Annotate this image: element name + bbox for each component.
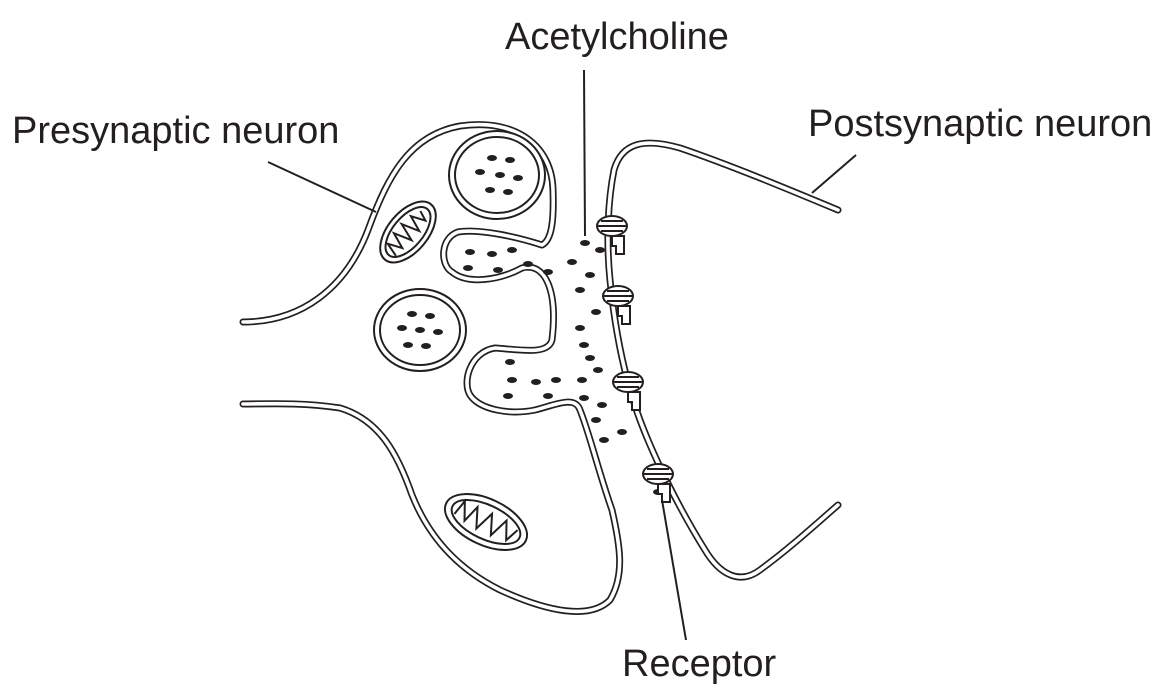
postsynaptic-membrane: [604, 139, 842, 581]
receptor-1: [596, 215, 628, 255]
label-presynaptic-neuron: Presynaptic neuron: [12, 110, 340, 152]
label-acetylcholine: Acetylcholine: [505, 16, 729, 58]
leader-presynaptic: [267, 161, 377, 213]
presynaptic-membrane-upper: [239, 121, 624, 615]
leader-acetylcholine: [583, 69, 586, 237]
vesicle-top: [448, 130, 546, 220]
vesicle-middle: [373, 288, 467, 372]
mitochondrion-lower: [443, 493, 529, 551]
leader-receptor: [661, 499, 687, 641]
acetylcholine-molecules: [463, 240, 663, 495]
receptor-2: [602, 285, 634, 325]
receptor-3: [612, 371, 644, 411]
receptor-4: [642, 463, 674, 503]
label-postsynaptic-neuron: Postsynaptic neuron: [808, 103, 1153, 145]
mitochondrion-upper: [379, 200, 437, 264]
leader-postsynaptic: [811, 154, 857, 194]
label-receptor: Receptor: [622, 643, 777, 685]
